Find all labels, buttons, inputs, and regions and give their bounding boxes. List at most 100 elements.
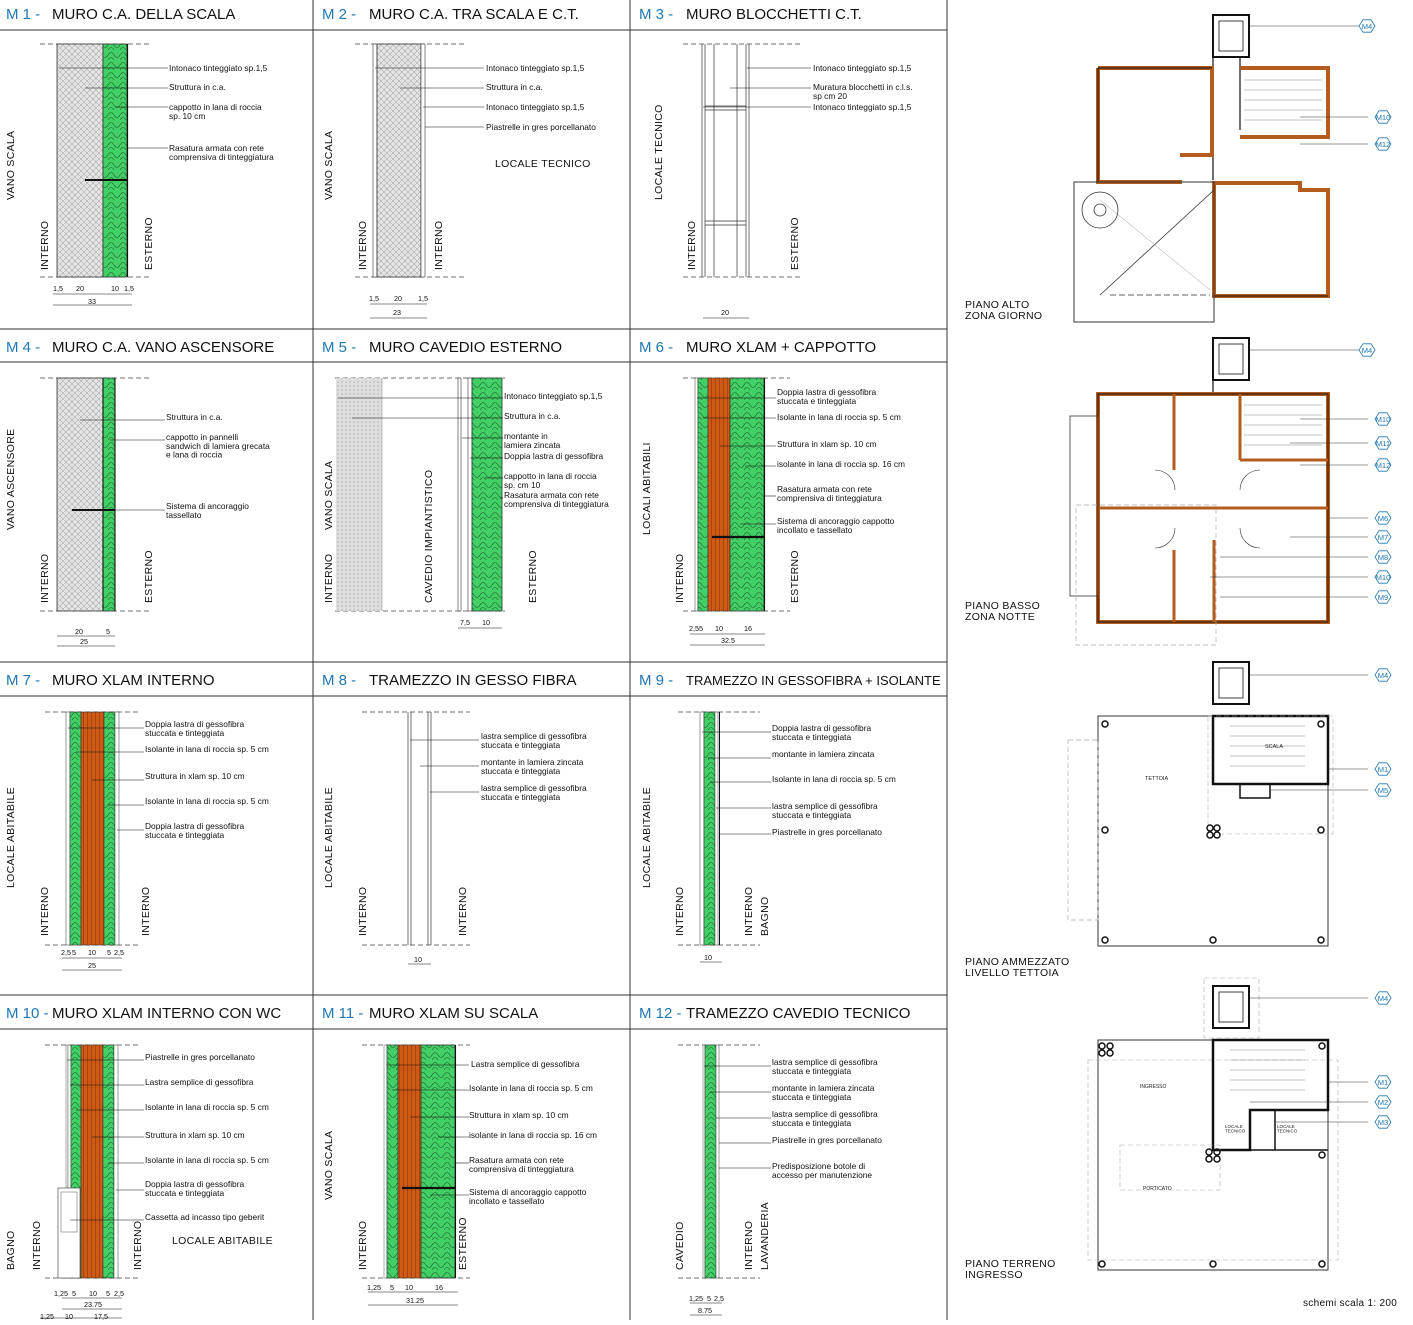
panel-m12: CAVEDIO INTERNO LAVANDERIA lastra sempli… (674, 1044, 882, 1316)
dimension: 1,25 (689, 1294, 703, 1303)
dimension: 2,5 (114, 1289, 124, 1298)
dimension: 2,5 (689, 624, 699, 633)
dimension-total: 10 (414, 955, 422, 964)
side-label: BAGNO (5, 1231, 17, 1270)
layer-note: montante in lamiera zincata (772, 749, 875, 759)
layer-note: Doppia lastra di gessofibra (504, 451, 604, 461)
wall-tag: M4 (1378, 671, 1389, 680)
wall-tag: M10 (1376, 415, 1391, 424)
panel-m2: VANO SCALA INTERNO INTERNO LOCALE TECNIC… (323, 43, 596, 319)
side-label: INTERNO (323, 554, 335, 603)
wall-tag: M1 (1378, 1078, 1389, 1087)
panel-title: MURO CAVEDIO ESTERNO (369, 339, 562, 356)
side-label: ESTERNO (789, 550, 801, 603)
wall-tag: M4 (1362, 346, 1373, 355)
room-label: PORTICATO (1143, 1186, 1172, 1192)
side-label: LOCALE ABITABILE (641, 787, 653, 888)
panel-title: MURO XLAM SU SCALA (369, 1005, 538, 1022)
panel-code: M 7 - (6, 672, 40, 689)
layer-note: Intonaco tinteggiato sp.1,5 (169, 63, 268, 73)
wall-tag-hexagon (1374, 137, 1392, 151)
side-label: INTERNO (743, 1221, 755, 1270)
side-label: INTERNO (433, 221, 445, 270)
panel-title: MURO C.A. TRA SCALA E C.T. (369, 6, 579, 23)
wall-tag-hexagon (1374, 530, 1392, 544)
dimension-total: 20 (721, 308, 729, 317)
dimension-total: 32.5 (721, 636, 735, 645)
layer-note: Intonaco tinteggiato sp.1,5 (813, 102, 912, 112)
side-label: INTERNO (31, 1221, 43, 1270)
layer-note: Isolante in lana di roccia sp. 5 cm (145, 796, 269, 806)
layer-note: Struttura in c.a. (169, 82, 226, 92)
side-label: CAVEDIO IMPIANTISTICO (423, 470, 435, 603)
layer-note: Struttura in xlam sp. 10 cm (469, 1110, 569, 1120)
dimension: 1,5 (124, 284, 134, 293)
layer-note: Isolante in lana di roccia sp. 5 cm (772, 774, 896, 784)
wall-tag-hexagon (1374, 590, 1392, 604)
dimension: 20 (394, 294, 402, 303)
panel-code: M 12 - (639, 1005, 682, 1022)
dimension: 10 (482, 618, 490, 627)
dimension: 10 (89, 1289, 97, 1298)
side-label: VANO SCALA (5, 131, 17, 200)
side-label: INTERNO (39, 554, 51, 603)
wall-tag-hexagon (1374, 110, 1392, 124)
wall-tag-hexagon (1358, 19, 1376, 33)
side-label: INTERNO (140, 887, 152, 936)
panel-m8: LOCALE ABITABILE INTERNO INTERNO lastra … (323, 711, 587, 965)
layer-note: Lastra semplice di gessofibra (145, 1077, 254, 1087)
side-label: INTERNO (457, 887, 469, 936)
panel-m5: VANO SCALA VANO SCALA INTERNO CAVEDIO IM… (323, 377, 609, 629)
panel-m1: VANO SCALA INTERNO ESTERNO Intonaco tint… (5, 43, 274, 306)
panel-code: M 5 - (322, 339, 356, 356)
wall-tag-hexagon (1374, 668, 1392, 682)
room-label: SCALA (1265, 744, 1283, 750)
dimension: 5 (106, 1289, 110, 1298)
layer-note: Intonaco tinteggiato sp.1,5 (486, 102, 585, 112)
wall-tag-group (1358, 19, 1392, 1129)
side-label: ESTERNO (527, 550, 539, 603)
side-label: VANO SCALA (323, 461, 335, 530)
dimension: 20 (76, 284, 84, 293)
wall-tag: M3 (1378, 1118, 1389, 1127)
room-label: INGRESSO (1140, 1084, 1167, 1090)
panel-title: MURO C.A. VANO ASCENSORE (52, 339, 274, 356)
layer-note: Lastra semplice di gessofibra (471, 1059, 580, 1069)
layer-note: Piastrelle in gres porcellanato (145, 1052, 255, 1062)
side-label: ESTERNO (143, 550, 155, 603)
dimension-total: 23 (393, 308, 401, 317)
side-label: LOCALI ABITABILI (641, 442, 653, 535)
side-label: INTERNO (686, 221, 698, 270)
panel-m10: BAGNO INTERNO INTERNO LOCALE ABITABILE P… (5, 1044, 273, 1321)
side-label: VANO ASCENSORE (5, 429, 17, 530)
panel-code: M 10 - (6, 1005, 49, 1022)
side-label: INTERNO (357, 1221, 369, 1270)
dimension-total: 23.75 (84, 1300, 102, 1309)
dimension: 17,5 (94, 1312, 108, 1320)
wall-tag-hexagon (1374, 783, 1392, 797)
layer-note: Isolante in lana di roccia sp. 5 cm (145, 744, 269, 754)
side-label: INTERNO (674, 554, 686, 603)
room-label: LOCALE TECNICO (495, 158, 591, 170)
layer-note: Intonaco tinteggiato sp.1,5 (813, 63, 912, 73)
panel-code: M 8 - (322, 672, 356, 689)
room-label: TETTOIA (1145, 776, 1168, 782)
layer-note: Struttura in xlam sp. 10 cm (145, 1130, 245, 1140)
dimension: 5 (107, 948, 111, 957)
dimension: 5 (390, 1283, 394, 1292)
layer-note: isolante in lana di roccia sp. 16 cm (777, 459, 905, 469)
dimension: 2,5 (114, 948, 124, 957)
